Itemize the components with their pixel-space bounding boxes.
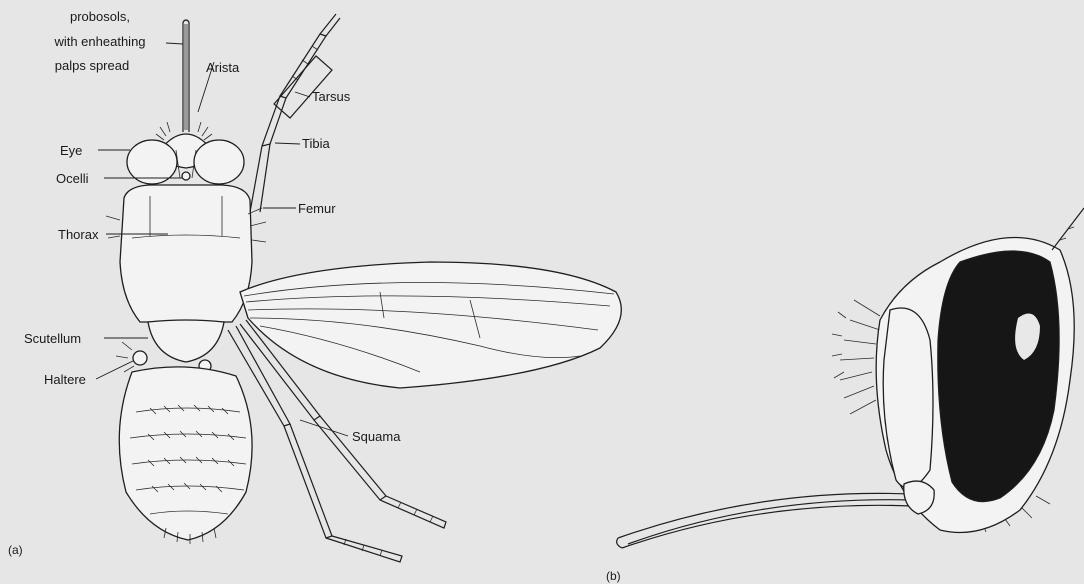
label-haltere: Haltere [44, 372, 86, 387]
label-tibia: Tibia [302, 136, 330, 151]
label-proboscis-3: palps spread [55, 58, 129, 73]
left-haltere [133, 351, 147, 365]
label-tarsus: Tarsus [312, 89, 351, 104]
label-ocelli: Ocelli [56, 171, 89, 186]
label-squama: Squama [352, 429, 401, 444]
panel-a-label: (a) [8, 543, 23, 557]
fly-head-lateral-view: (b) [606, 208, 1084, 583]
label-arista: Arista [206, 60, 240, 75]
wing [240, 262, 621, 388]
label-proboscis-2: with enheathing [53, 34, 145, 49]
right-eye [194, 140, 244, 184]
abdomen [119, 367, 252, 540]
ocelli [182, 172, 190, 180]
scutellum [148, 320, 224, 362]
head-proboscis [617, 493, 912, 548]
label-scutellum: Scutellum [24, 331, 81, 346]
label-thorax: Thorax [58, 227, 99, 242]
fly-dorsal-view: probosols, with enheathing palps spread … [8, 9, 621, 562]
left-eye [127, 140, 177, 184]
thorax [120, 185, 252, 322]
label-femur: Femur [298, 201, 336, 216]
panel-b-label: (b) [606, 569, 621, 583]
proboscis [183, 20, 189, 132]
label-proboscis-1: probosols, [70, 9, 130, 24]
label-eye: Eye [60, 143, 82, 158]
